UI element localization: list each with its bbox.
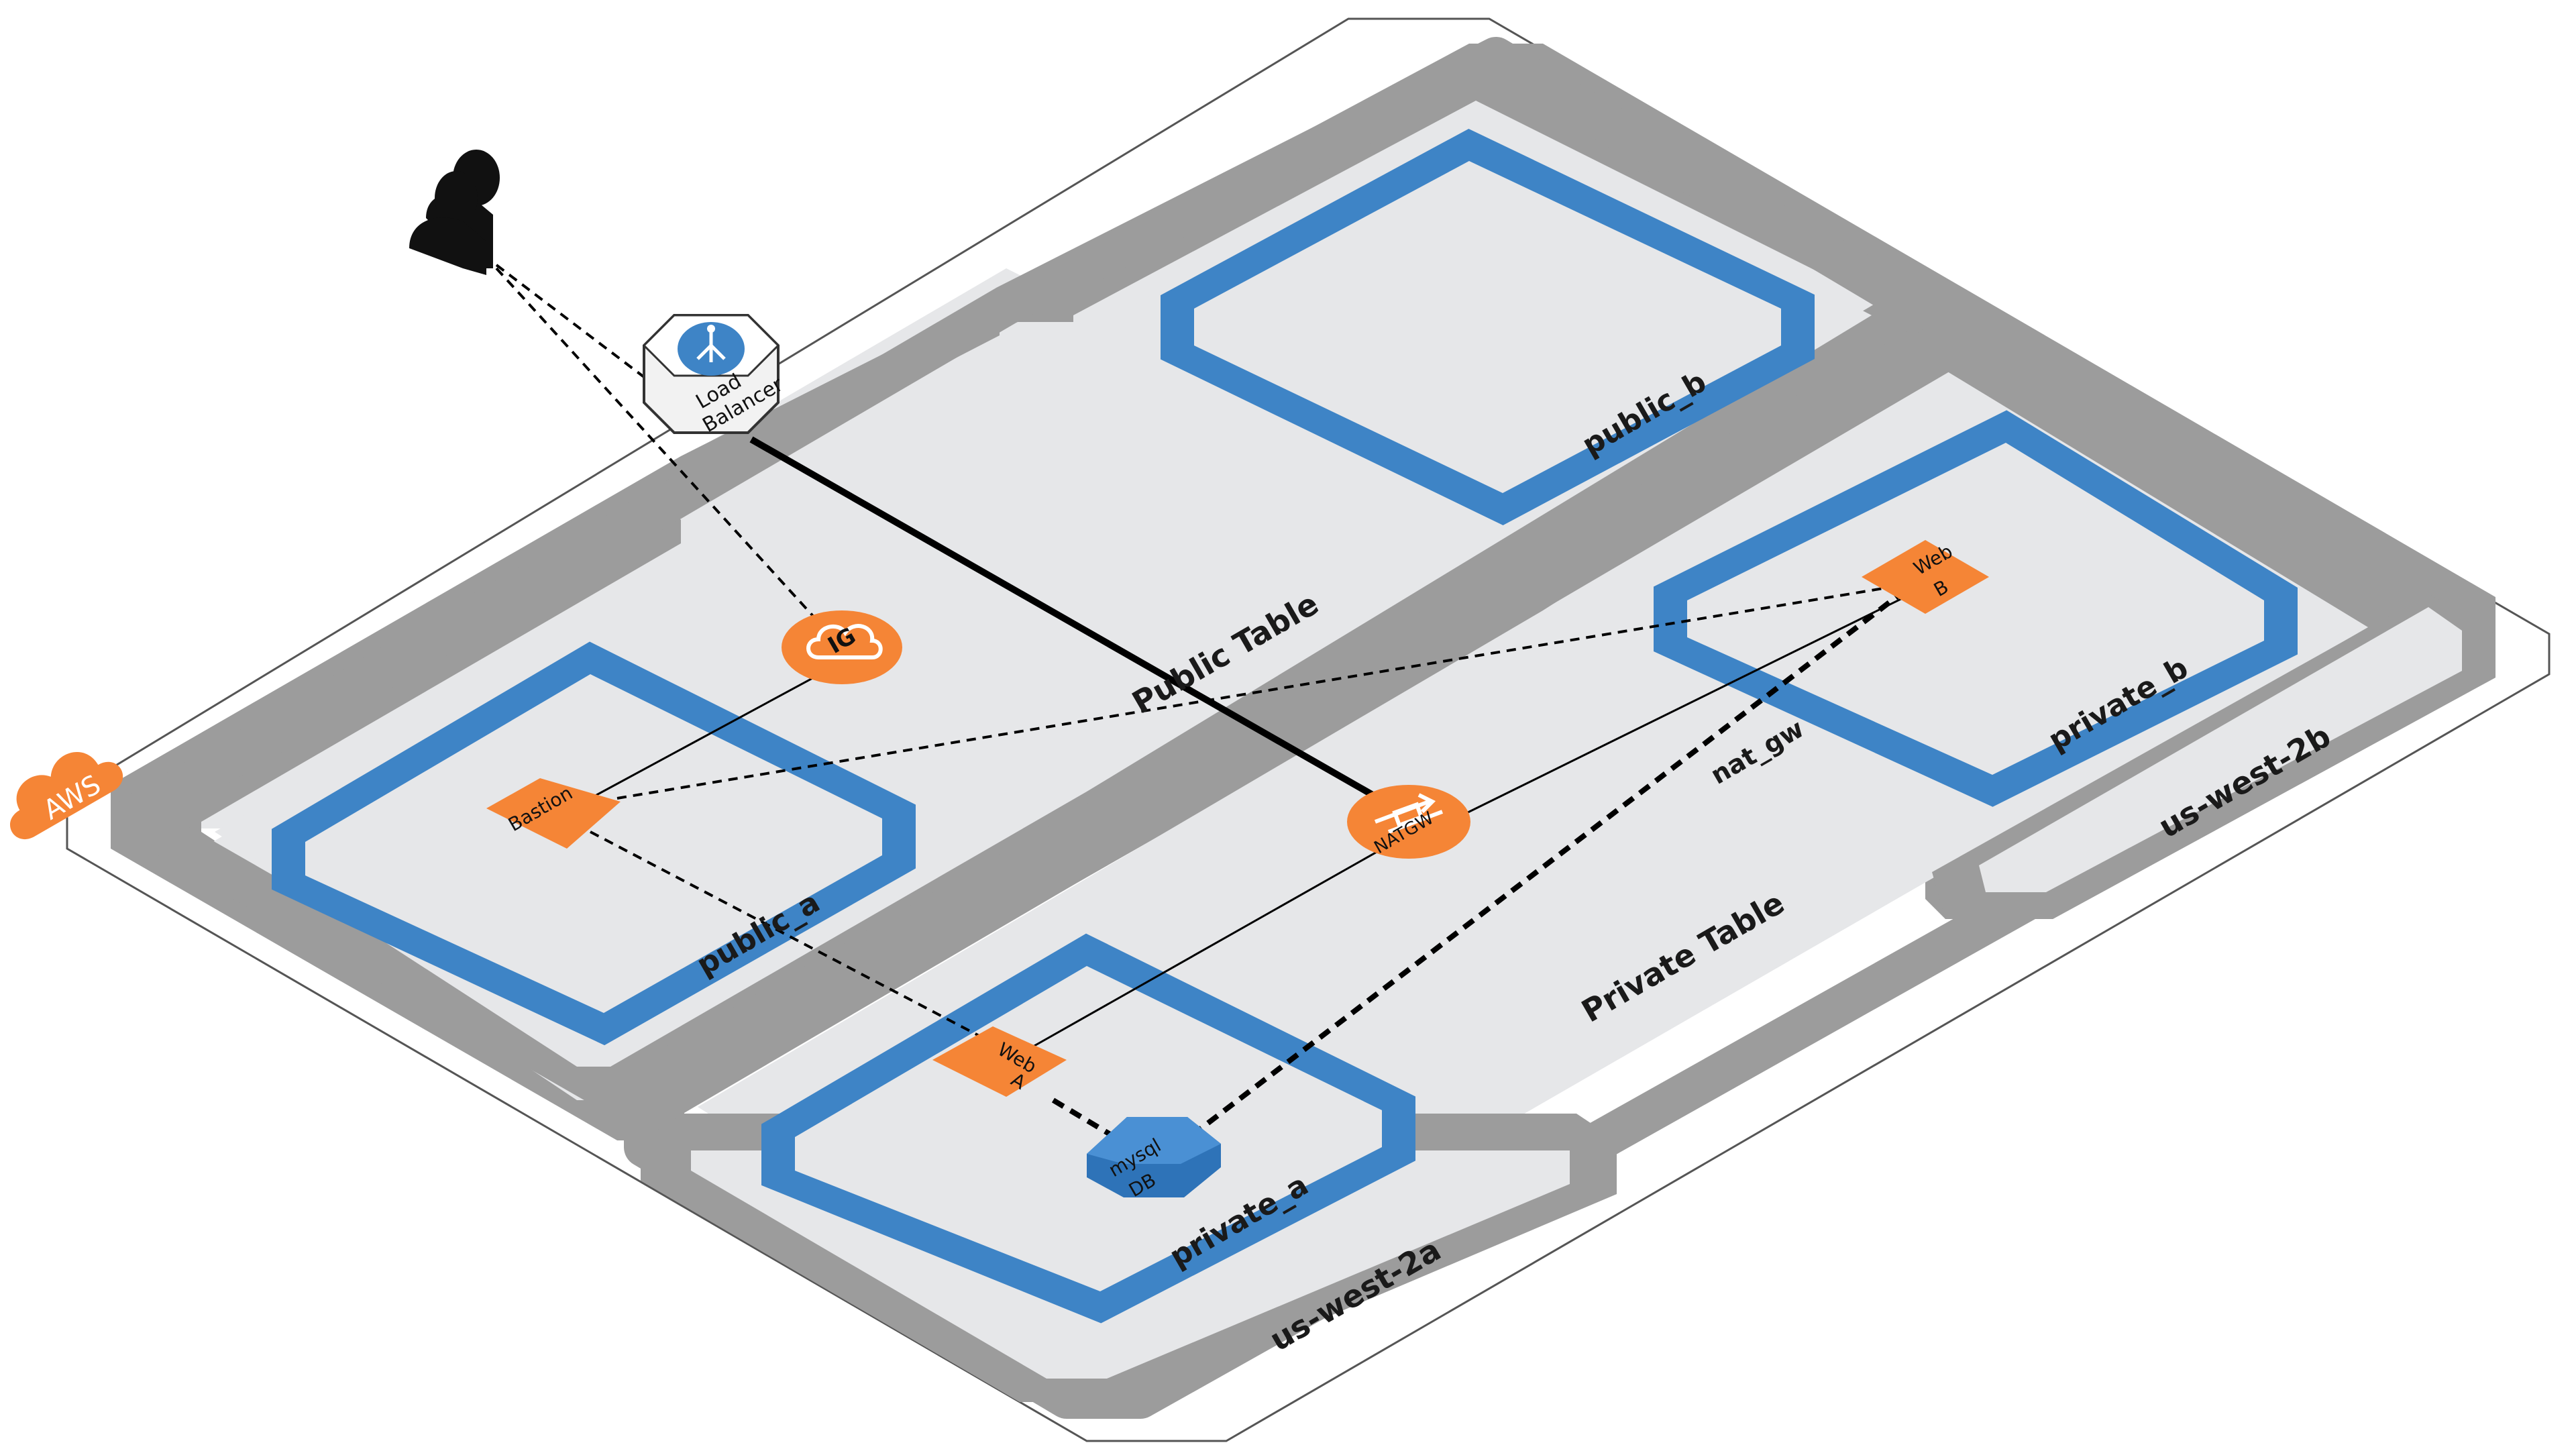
internet-gateway-node[interactable]: IG (782, 610, 902, 684)
web-a-node[interactable]: Web A (932, 1026, 1067, 1097)
conn-lb-natgw (749, 436, 1404, 815)
nat-arrows-icon (1374, 793, 1444, 834)
conn-user-lb (495, 264, 679, 404)
subnet-private_b (1654, 410, 2298, 807)
subnet-private_a (761, 933, 1415, 1324)
conn-user-ig (495, 267, 840, 645)
conn-bastion-weba (590, 830, 1000, 1048)
mysql-db-node[interactable]: mysql DB (1087, 1117, 1221, 1201)
cloud-icon (10, 752, 123, 840)
conn-natgw-weba (1032, 844, 1389, 1048)
cloud-icon (806, 624, 883, 659)
table-divider-band (584, 329, 1966, 1140)
connections (495, 264, 1919, 1143)
conn-ig-bastion (590, 663, 839, 800)
subnet-public_a (272, 641, 916, 1046)
user-icon (409, 150, 500, 275)
zone-b-right-panel (1979, 607, 2462, 892)
subnet-public_b (1161, 128, 1815, 526)
natgw-node[interactable]: NATGW (1347, 785, 1470, 859)
conn-natgw-webb (1462, 589, 1919, 816)
conn-webb-db (1192, 588, 1907, 1136)
web-b-node[interactable]: Web B (1862, 540, 1989, 614)
